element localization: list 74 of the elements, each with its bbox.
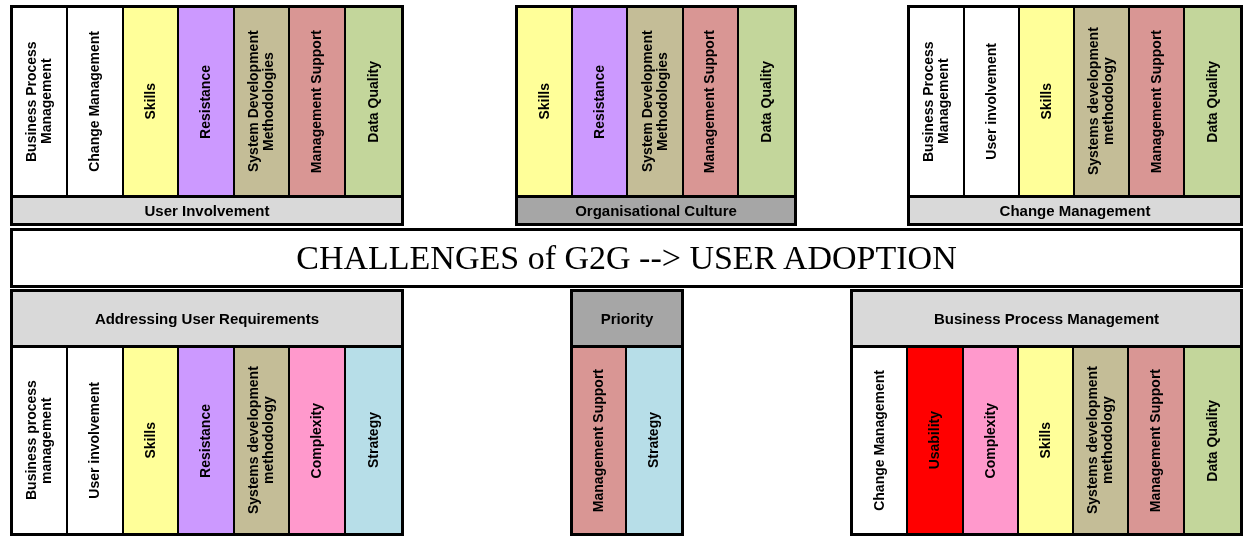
factor-column bbox=[1130, 8, 1185, 195]
factor-label: Data Quality bbox=[1204, 60, 1221, 143]
factor-column bbox=[627, 348, 681, 533]
factor-column bbox=[518, 8, 574, 195]
factor-column bbox=[290, 8, 346, 195]
factor-label: Complexity bbox=[309, 402, 325, 479]
panel-heading: Business Process Management bbox=[853, 292, 1240, 348]
factor-column bbox=[1185, 8, 1240, 195]
factor-column bbox=[1075, 8, 1130, 195]
factor-label: User involvement bbox=[87, 382, 103, 499]
category-panel bbox=[850, 289, 1243, 536]
factor-column bbox=[123, 348, 180, 533]
factor-column bbox=[234, 8, 291, 195]
factor-label: Management Support bbox=[1148, 368, 1164, 513]
factor-column bbox=[290, 348, 346, 533]
factor-label: Change Management bbox=[871, 370, 888, 511]
factor-column bbox=[179, 8, 235, 195]
factor-column bbox=[179, 348, 235, 533]
factor-column bbox=[683, 8, 739, 195]
factor-label: Business Process Management bbox=[24, 40, 56, 164]
factor-label: Systems development methodology bbox=[246, 365, 277, 517]
factor-label: Resistance bbox=[198, 64, 214, 139]
factor-label: Data Quality bbox=[365, 60, 381, 143]
factor-column bbox=[573, 348, 627, 533]
factor-label: Strategy bbox=[365, 412, 381, 469]
category-panel bbox=[10, 289, 404, 536]
factor-label: Data Quality bbox=[1204, 399, 1221, 482]
factor-label: Resistance bbox=[592, 64, 608, 139]
factor-label: Management Support bbox=[1148, 29, 1165, 174]
factor-column bbox=[738, 8, 794, 195]
factor-label: Systems development methodology bbox=[1085, 365, 1117, 517]
factor-column bbox=[123, 8, 180, 195]
factor-column bbox=[1018, 348, 1075, 533]
factor-label: Business process management bbox=[24, 379, 56, 503]
factor-label: Strategy bbox=[646, 412, 662, 469]
factor-column bbox=[1074, 348, 1130, 533]
factor-column bbox=[1129, 348, 1185, 533]
factor-label: Usability bbox=[927, 411, 943, 470]
factor-label: Management Support bbox=[702, 29, 718, 174]
panel-heading: Priority bbox=[573, 292, 681, 348]
factor-label: Skills bbox=[142, 83, 159, 120]
factor-label: Resistance bbox=[198, 403, 214, 478]
factor-label: Data Quality bbox=[758, 60, 775, 143]
category-panel bbox=[515, 5, 797, 226]
panel-heading: Change Management bbox=[910, 195, 1240, 223]
factor-column bbox=[1020, 8, 1075, 195]
factor-column bbox=[1184, 348, 1240, 533]
factor-label: System Development Methodologies bbox=[639, 29, 671, 175]
panel-heading: User Involvement bbox=[13, 195, 401, 223]
factor-column bbox=[573, 8, 629, 195]
factor-column bbox=[345, 8, 401, 195]
factor-column bbox=[963, 348, 1019, 533]
category-panel bbox=[570, 289, 684, 536]
factor-column bbox=[234, 348, 291, 533]
factor-label: Change Management bbox=[87, 31, 103, 172]
factor-label: System Development Methodologies bbox=[246, 29, 277, 175]
panel-heading: Organisational Culture bbox=[518, 195, 794, 223]
factor-label: Management Support bbox=[591, 368, 607, 513]
category-panel bbox=[10, 5, 404, 226]
factor-label: Complexity bbox=[982, 402, 998, 479]
factor-label: Management Support bbox=[309, 29, 325, 174]
title-band: CHALLENGES of G2G --> USER ADOPTION bbox=[10, 228, 1243, 288]
factor-column bbox=[345, 348, 401, 533]
factor-label: Skills bbox=[1038, 83, 1055, 120]
category-panel bbox=[907, 5, 1243, 226]
panel-heading: Addressing User Requirements bbox=[13, 292, 401, 348]
factor-label: User involvement bbox=[983, 43, 1000, 160]
factor-label: Skills bbox=[536, 83, 553, 120]
factor-label: Systems development methodology bbox=[1086, 26, 1117, 178]
factor-column bbox=[908, 348, 964, 533]
factor-label: Business Process Management bbox=[921, 40, 952, 164]
factor-column bbox=[628, 8, 684, 195]
factor-label: Skills bbox=[142, 422, 159, 459]
factor-label: Skills bbox=[1037, 422, 1054, 459]
